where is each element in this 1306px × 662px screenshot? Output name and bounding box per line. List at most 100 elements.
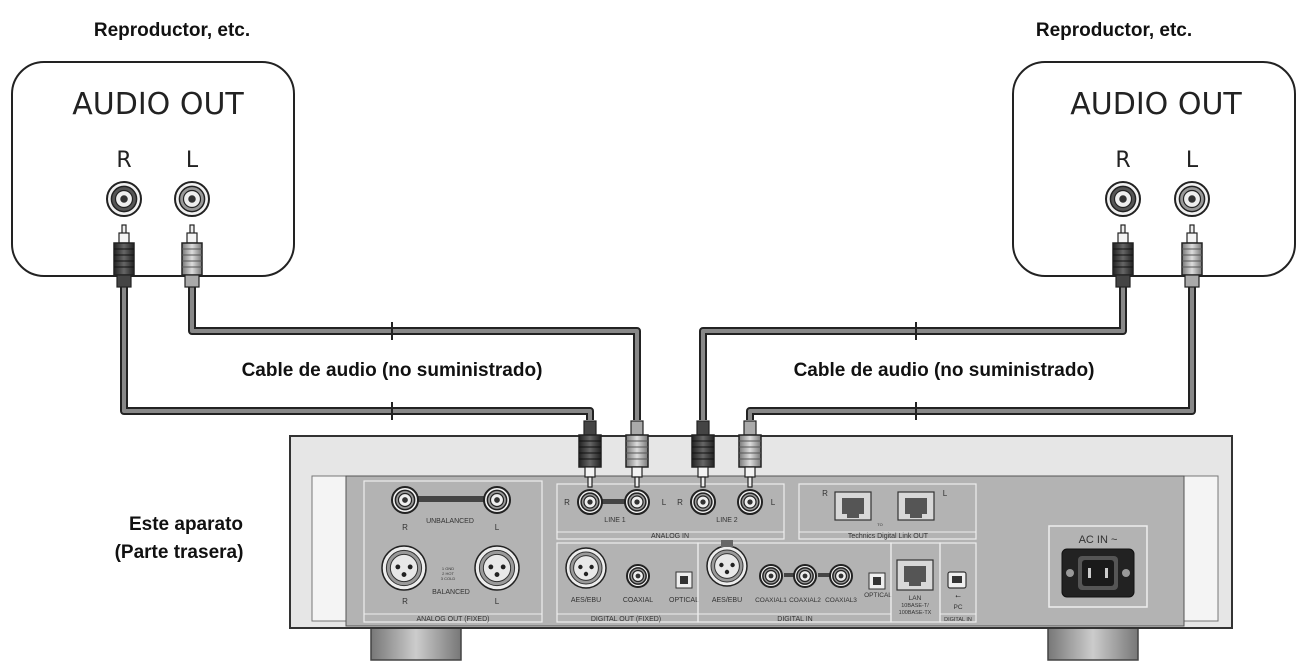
digital-out-coaxial-label: COAXIAL	[623, 597, 653, 604]
unit-label-line1: Este aparato	[129, 514, 243, 535]
source-jacks	[106, 181, 1210, 217]
analog-in-line2-r[interactable]	[690, 489, 716, 515]
analog-out-l-top: L	[495, 523, 500, 532]
pc-label: PC	[953, 604, 962, 611]
plug-layer	[113, 224, 1203, 488]
plug-unit-line1-l	[625, 420, 649, 488]
source-right-caption: Reproductor, etc.	[1036, 20, 1192, 41]
cable-left-label: Cable de audio (no suministrado)	[242, 360, 543, 381]
digital-out-optical-label: OPTICAL	[669, 597, 699, 604]
ac-in-label: AC IN ~	[1079, 534, 1118, 546]
plug-source-right-r	[1112, 224, 1134, 288]
lan-label-2: 10BASE-T/	[901, 603, 929, 609]
digital-out-aes-jack[interactable]	[565, 547, 607, 589]
analog-in-line2-label: LINE 2	[716, 517, 738, 524]
analog-in-l1: L	[662, 498, 667, 507]
digital-out-aes-label: AES/EBU	[571, 597, 601, 604]
source-left-r-label: R	[116, 148, 131, 173]
source-left-caption: Reproductor, etc.	[94, 20, 250, 41]
source-left-panel: AUDIO OUT R L	[11, 61, 295, 277]
ac-in-section: AC IN ~	[1048, 525, 1148, 608]
plug-source-left-r	[113, 224, 135, 288]
digital-in-coax2-label: COAXIAL2	[789, 597, 821, 604]
pc-section: ⭠ PC DIGITAL IN	[939, 542, 977, 623]
plug-unit-line2-r	[691, 420, 715, 488]
digital-out-coaxial-jack[interactable]	[626, 564, 650, 588]
analog-out-r-top: R	[402, 523, 408, 532]
source-left-jack-l[interactable]	[174, 181, 210, 217]
cable-layer	[120, 285, 1196, 420]
analog-in-line2-l[interactable]	[737, 489, 763, 515]
analog-out-unbalanced-l[interactable]	[483, 486, 511, 514]
source-right-title: AUDIO OUT	[1070, 87, 1242, 122]
cable-left-r-inner	[122, 285, 592, 420]
analog-out-unbalanced-r[interactable]	[391, 486, 419, 514]
digital-link-l: L	[943, 489, 948, 498]
unit-label: Este aparato (Parte trasera)	[115, 514, 244, 563]
analog-out-l-bottom: L	[495, 597, 500, 606]
plug-unit-line1-r	[578, 420, 602, 488]
cable-right-l-inner	[748, 285, 1194, 420]
unit-label-line2: (Parte trasera)	[115, 542, 244, 563]
analog-out-unbalanced-label: UNBALANCED	[426, 518, 474, 525]
pc-section-label: DIGITAL IN	[944, 617, 972, 623]
source-left-jack-r[interactable]	[106, 181, 142, 217]
analog-out-pin2: 2 HOT	[442, 571, 454, 576]
digital-in-section-label: DIGITAL IN	[777, 616, 812, 623]
analog-out-section: UNBALANCED BALANCED ANALOG OUT (FIXED) 1…	[363, 480, 543, 623]
unit-foot-left	[370, 625, 462, 661]
analog-out-pin1: 1 GND	[442, 566, 454, 571]
analog-in-line1-l[interactable]	[624, 489, 650, 515]
source-right-jack-r[interactable]	[1105, 181, 1141, 217]
analog-out-balanced-r[interactable]	[381, 545, 427, 591]
analog-in-section-label: ANALOG IN	[651, 533, 689, 540]
analog-in-line1-label: LINE 1	[604, 517, 626, 524]
digital-in-aes-jack[interactable]	[706, 545, 748, 587]
cable-right-label: Cable de audio (no suministrado)	[794, 360, 1095, 381]
digital-in-optical-label: OPTICAL	[864, 592, 892, 599]
plug-unit-line2-l	[738, 420, 762, 488]
usb-icon: ⭠	[955, 593, 961, 600]
digital-in-aes-label: AES/EBU	[712, 597, 742, 604]
analog-in-l2: L	[771, 498, 776, 507]
analog-in-section: LINE 1 LINE 2 ANALOG IN R L R L	[556, 483, 785, 540]
digital-link-to: TO	[877, 522, 882, 527]
lan-section: LAN 10BASE-T/ 100BASE-TX	[890, 542, 941, 623]
cable-left-l-inner	[190, 285, 639, 420]
digital-in-coax3-label: COAXIAL3	[825, 597, 857, 604]
digital-in-coax1-label: COAXIAL1	[755, 597, 787, 604]
analog-in-r2: R	[677, 498, 683, 507]
unit-foot-right	[1047, 625, 1139, 661]
analog-out-balanced-l[interactable]	[474, 545, 520, 591]
analog-in-r1: R	[564, 498, 570, 507]
digital-link-section: Technics Digital Link OUT R L TO	[798, 483, 977, 540]
source-right-panel: AUDIO OUT R L	[1012, 61, 1296, 277]
analog-out-section-label: ANALOG OUT (FIXED)	[417, 616, 490, 623]
cable-left-l-outer	[188, 285, 641, 420]
digital-out-section: AES/EBU COAXIAL OPTICAL DIGITAL OUT (FIX…	[556, 542, 699, 623]
lan-label-3: 100BASE-TX	[899, 610, 932, 616]
cable-right-r-outer	[699, 285, 1127, 420]
source-right-r-label: R	[1115, 148, 1130, 173]
digital-link-r: R	[822, 489, 828, 498]
digital-in-section: AES/EBU COAXIAL1 COAXIAL2 COAXIAL3 OPTIC…	[697, 542, 892, 623]
digital-in-coax1-jack[interactable]	[759, 564, 783, 588]
digital-in-coax2-jack[interactable]	[793, 564, 817, 588]
plug-source-left-l	[181, 224, 203, 288]
cable-right-r-inner	[701, 285, 1125, 420]
source-right-jack-l[interactable]	[1174, 181, 1210, 217]
source-left-l-label: L	[186, 148, 199, 173]
analog-out-balanced-label: BALANCED	[432, 589, 470, 596]
lan-label: LAN	[909, 595, 922, 602]
plug-source-right-l	[1181, 224, 1203, 288]
source-left-title: AUDIO OUT	[72, 87, 244, 122]
digital-in-coax3-jack[interactable]	[829, 564, 853, 588]
source-right-l-label: L	[1186, 148, 1199, 173]
digital-in-aes-latch	[721, 540, 733, 547]
digital-out-section-label: DIGITAL OUT (FIXED)	[591, 616, 661, 623]
digital-link-section-label: Technics Digital Link OUT	[848, 533, 929, 540]
analog-in-line1-r[interactable]	[577, 489, 603, 515]
unit-jacks	[381, 486, 853, 591]
analog-out-pin3: 3 COLD	[441, 576, 456, 581]
